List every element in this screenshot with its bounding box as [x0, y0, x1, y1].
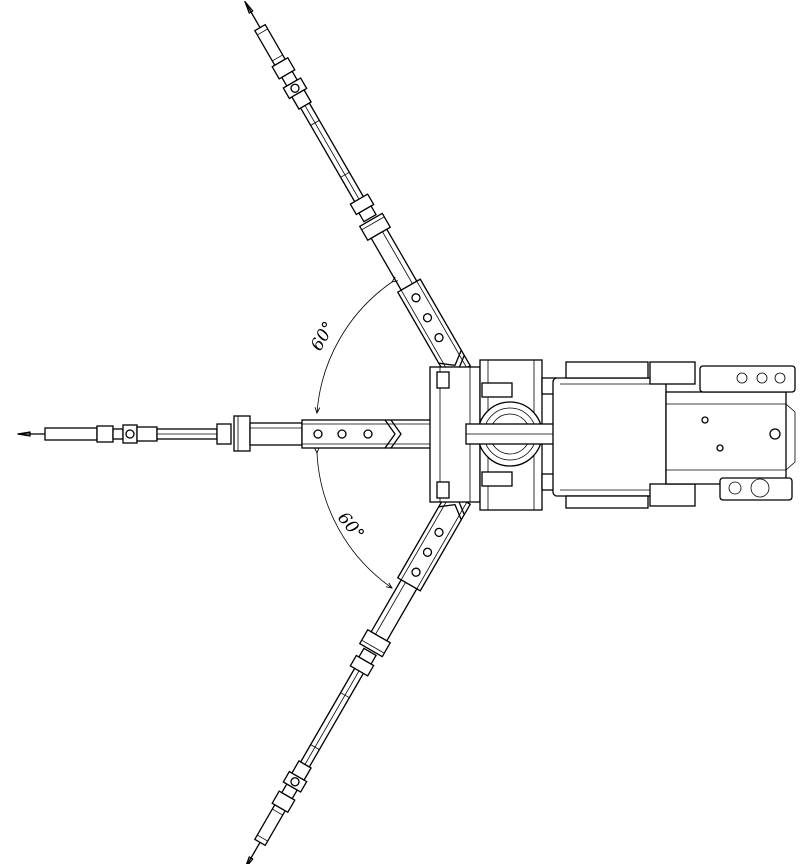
upper-angle-dimension: 60° [307, 282, 392, 413]
lower-angle-label: 60° [333, 508, 368, 544]
lower-angle-dimension: 60° [317, 453, 392, 588]
carrier-body [552, 361, 796, 509]
center-drill-boom [17, 415, 473, 452]
upper-drill-boom [233, 0, 487, 408]
boom-mount-frame [429, 359, 559, 511]
